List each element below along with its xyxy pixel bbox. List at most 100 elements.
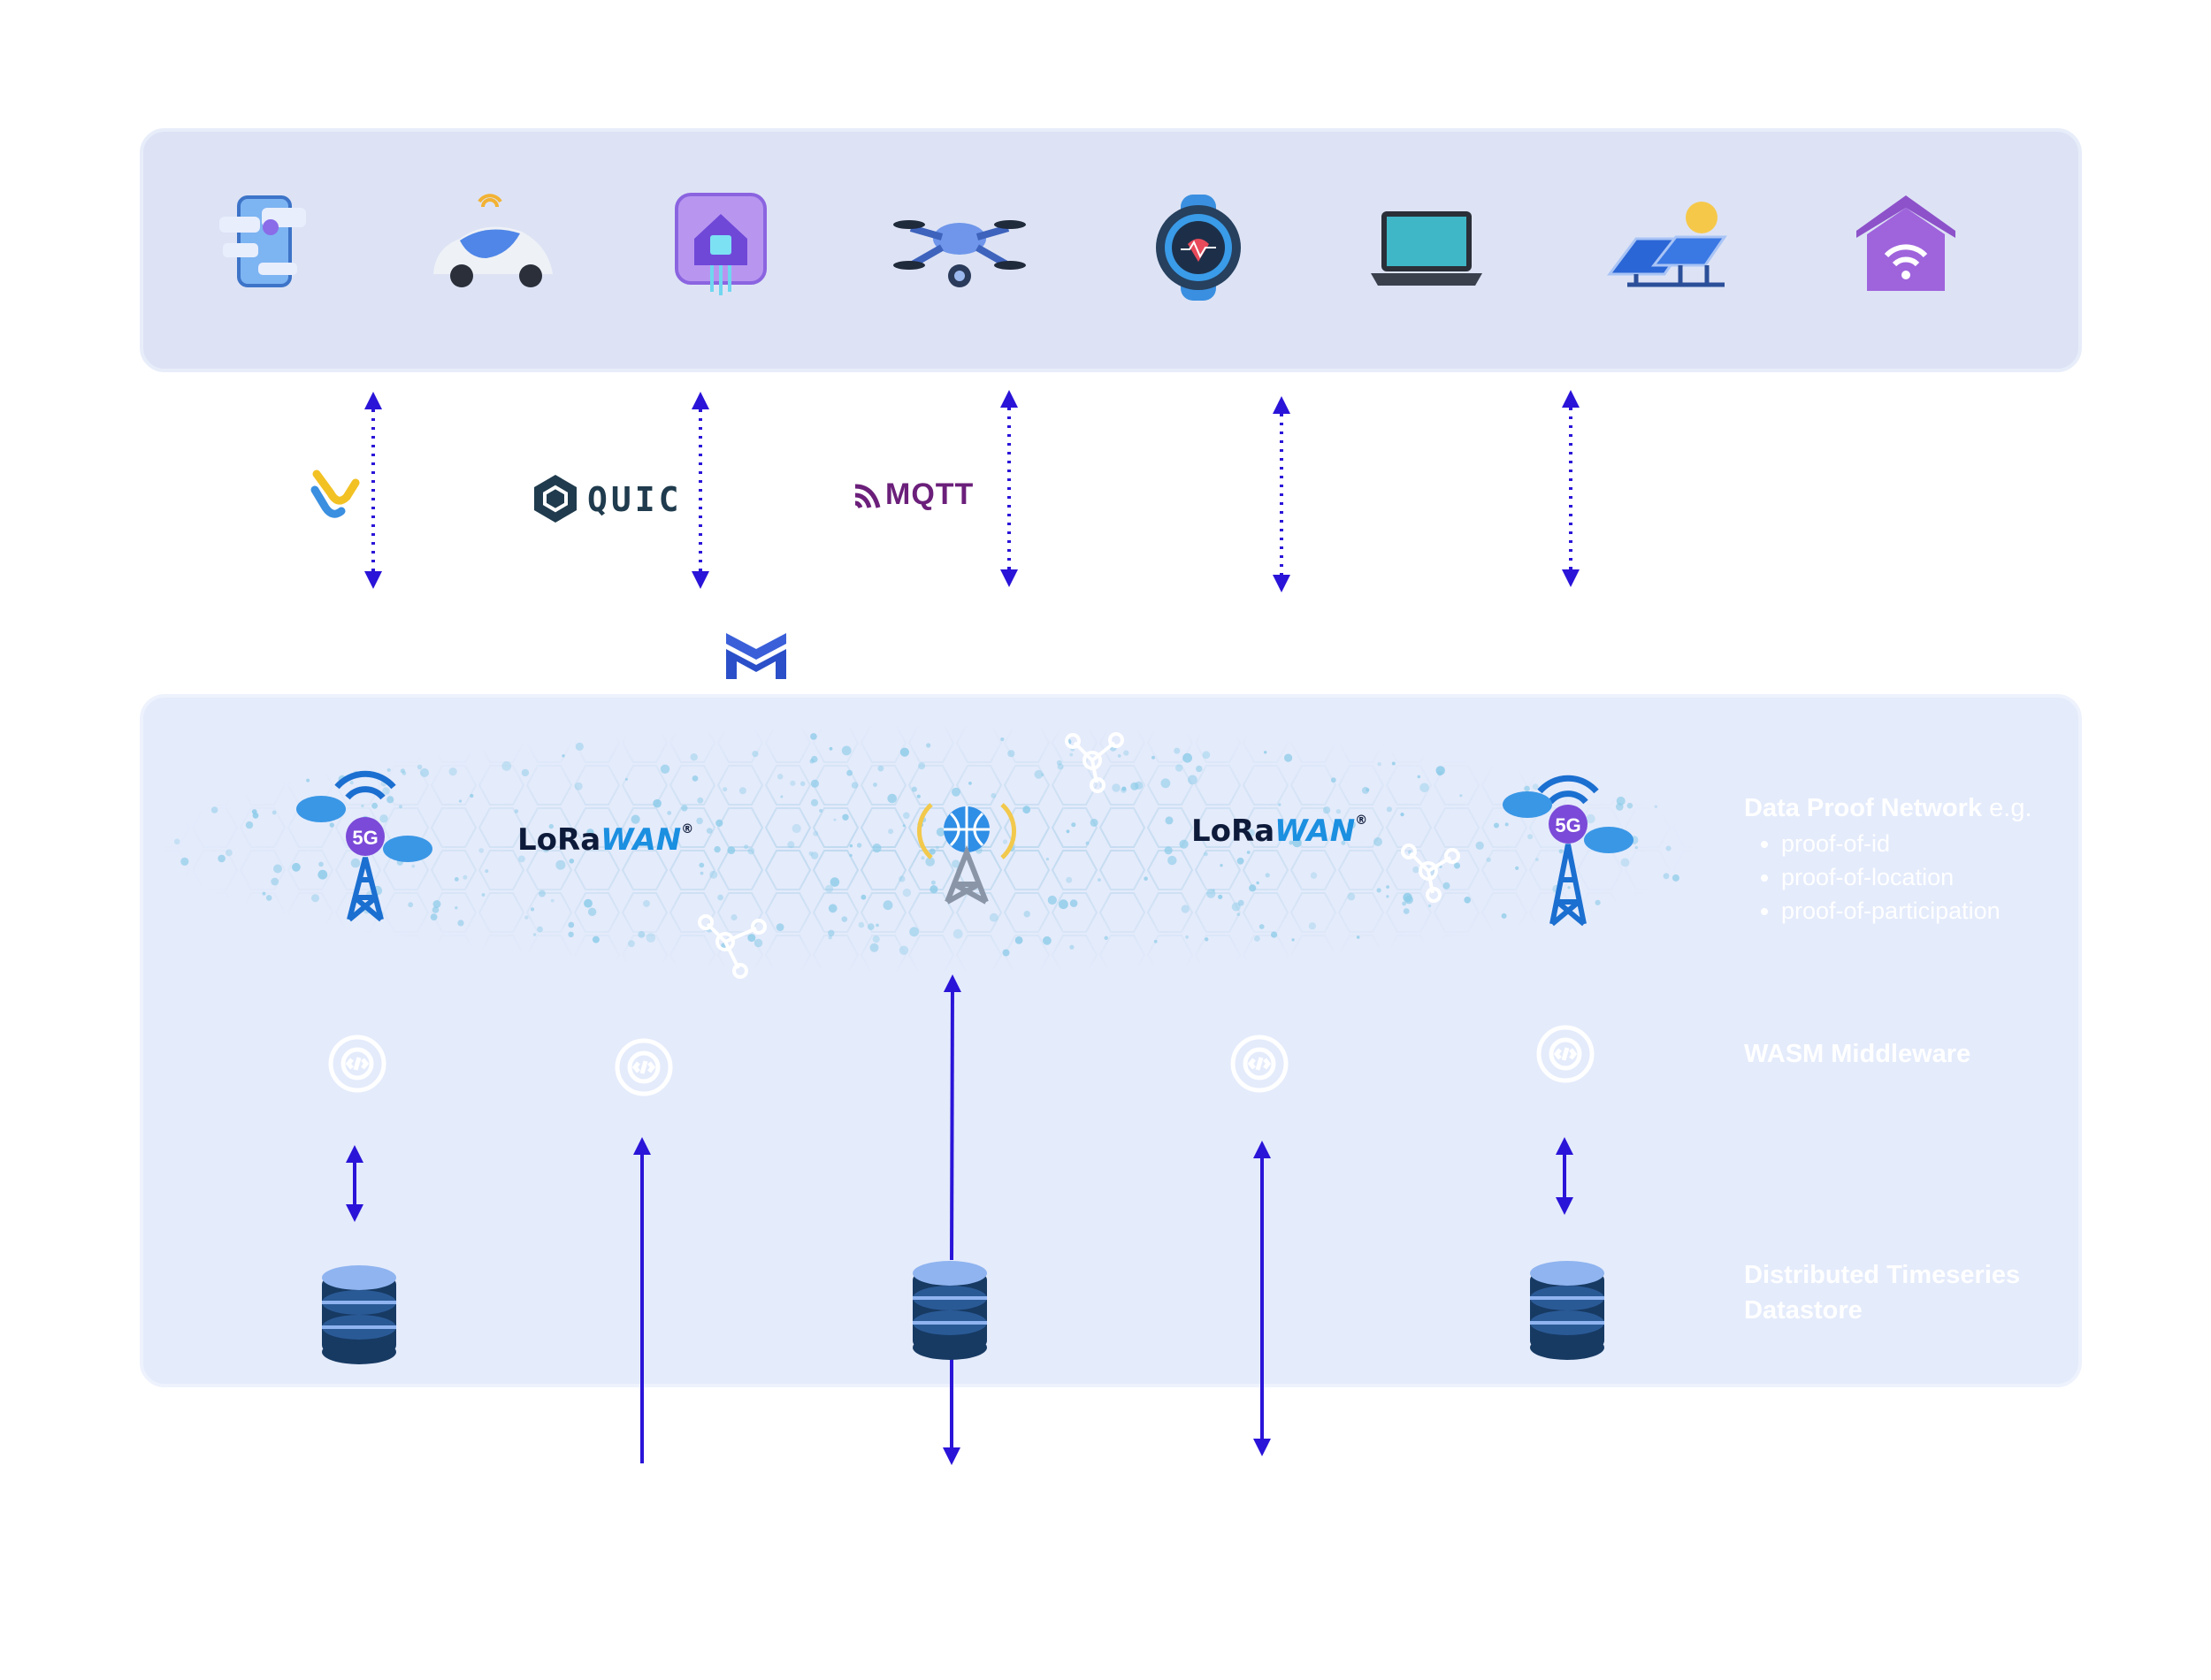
network-dot bbox=[1654, 805, 1658, 808]
network-dot bbox=[1066, 829, 1070, 834]
network-dot bbox=[432, 900, 441, 908]
network-dot bbox=[681, 805, 688, 812]
network-dot bbox=[455, 906, 458, 910]
network-dot bbox=[1041, 773, 1044, 776]
network-dot bbox=[1254, 935, 1260, 942]
device-protocol-arrows bbox=[364, 390, 1580, 592]
network-dot bbox=[1672, 874, 1679, 882]
network-dot bbox=[643, 900, 650, 907]
tower-5g-right-icon: 5G bbox=[1503, 775, 1633, 927]
network-dot bbox=[1291, 938, 1295, 942]
network-dot bbox=[457, 920, 464, 927]
data-proof-suffix: e.g. bbox=[1982, 794, 2032, 822]
globe-tower-icon bbox=[917, 803, 1016, 905]
network-dot bbox=[1386, 806, 1392, 813]
proof-item: proof-of-id bbox=[1781, 827, 2080, 860]
lorawan-wan-text: WAN bbox=[601, 822, 682, 858]
network-dot bbox=[1400, 813, 1404, 817]
network-dot bbox=[715, 819, 723, 828]
lorawan-wan-text: WAN bbox=[1274, 813, 1356, 849]
network-dot bbox=[851, 782, 859, 789]
datastore-label-line2: Datastore bbox=[1744, 1296, 1863, 1325]
quic-logo: QUIC bbox=[529, 471, 679, 524]
network-dot bbox=[731, 914, 738, 920]
network-dot bbox=[349, 781, 354, 785]
network-dot bbox=[1069, 899, 1078, 907]
network-dot bbox=[1515, 866, 1519, 871]
network-dot bbox=[371, 802, 379, 809]
database-icons bbox=[322, 1261, 1604, 1364]
network-dot bbox=[1069, 752, 1074, 757]
network-dot bbox=[379, 814, 388, 823]
network-dot bbox=[1174, 747, 1181, 754]
network-dot bbox=[1616, 803, 1624, 811]
network-dot bbox=[667, 811, 672, 815]
network-dot bbox=[1071, 822, 1076, 828]
network-dot bbox=[828, 929, 835, 937]
network-dot bbox=[810, 733, 817, 740]
network-dot bbox=[717, 894, 723, 901]
network-dot bbox=[1202, 751, 1211, 760]
network-dot bbox=[936, 828, 945, 836]
network-dot bbox=[1231, 902, 1241, 912]
network-dot bbox=[454, 877, 459, 882]
network-dot bbox=[1264, 751, 1267, 754]
network-dot bbox=[463, 874, 468, 880]
network-dot bbox=[1532, 783, 1539, 790]
network-dot bbox=[537, 926, 543, 933]
wasm-middleware-label: WASM Middleware bbox=[1744, 1040, 1971, 1068]
network-dot bbox=[1386, 895, 1389, 898]
network-dot bbox=[1135, 781, 1144, 790]
network-dot bbox=[1377, 762, 1381, 767]
network-dot bbox=[1151, 755, 1155, 760]
network-dot bbox=[1412, 866, 1419, 874]
websocket-logo-icon bbox=[310, 467, 363, 520]
network-dot bbox=[568, 931, 574, 938]
network-dot bbox=[1165, 816, 1174, 825]
network-dot bbox=[744, 844, 749, 850]
proof-list: proof-of-id proof-of-location proof-of-p… bbox=[1760, 827, 2080, 928]
laptop-icon bbox=[1369, 199, 1484, 323]
network-dot bbox=[868, 923, 875, 930]
network-dot bbox=[1620, 858, 1630, 867]
network-dot bbox=[1057, 763, 1064, 770]
middleware-arrows bbox=[346, 974, 1573, 1465]
proof-item: proof-of-location bbox=[1781, 860, 2080, 894]
network-dot bbox=[251, 809, 257, 814]
network-dot bbox=[218, 854, 226, 863]
network-dot bbox=[400, 768, 405, 774]
network-dot bbox=[899, 945, 909, 956]
network-dot bbox=[918, 762, 926, 770]
wifi-home-icon bbox=[1844, 181, 1968, 305]
network-dot bbox=[856, 843, 862, 848]
network-dot bbox=[754, 938, 763, 948]
network-dot bbox=[653, 798, 662, 808]
network-dot bbox=[858, 921, 865, 928]
molecule-node-icon bbox=[698, 732, 1460, 979]
network-dot bbox=[382, 787, 390, 795]
network-dot bbox=[916, 794, 921, 798]
network-dot bbox=[727, 846, 736, 854]
network-dot bbox=[1059, 899, 1068, 910]
network-dot bbox=[481, 893, 486, 897]
network-dot bbox=[562, 754, 565, 758]
network-dot bbox=[411, 864, 416, 868]
network-dot bbox=[292, 862, 301, 872]
network-dot bbox=[872, 844, 882, 853]
network-dot bbox=[550, 898, 555, 903]
network-dot bbox=[1475, 841, 1484, 850]
tower-5g-left-icon: 5G bbox=[296, 770, 432, 922]
network-dot bbox=[1259, 924, 1265, 929]
network-dot bbox=[1237, 899, 1244, 906]
network-dot bbox=[819, 808, 823, 813]
smartphone-chat-icon bbox=[203, 181, 327, 305]
network-dot bbox=[723, 787, 728, 792]
network-dot bbox=[1308, 922, 1316, 930]
network-dot bbox=[1188, 775, 1197, 785]
network-dot bbox=[1292, 837, 1302, 848]
network-dot bbox=[1504, 822, 1509, 827]
network-dot bbox=[1007, 750, 1015, 758]
network-dot bbox=[417, 764, 423, 770]
network-dot bbox=[1249, 884, 1257, 892]
